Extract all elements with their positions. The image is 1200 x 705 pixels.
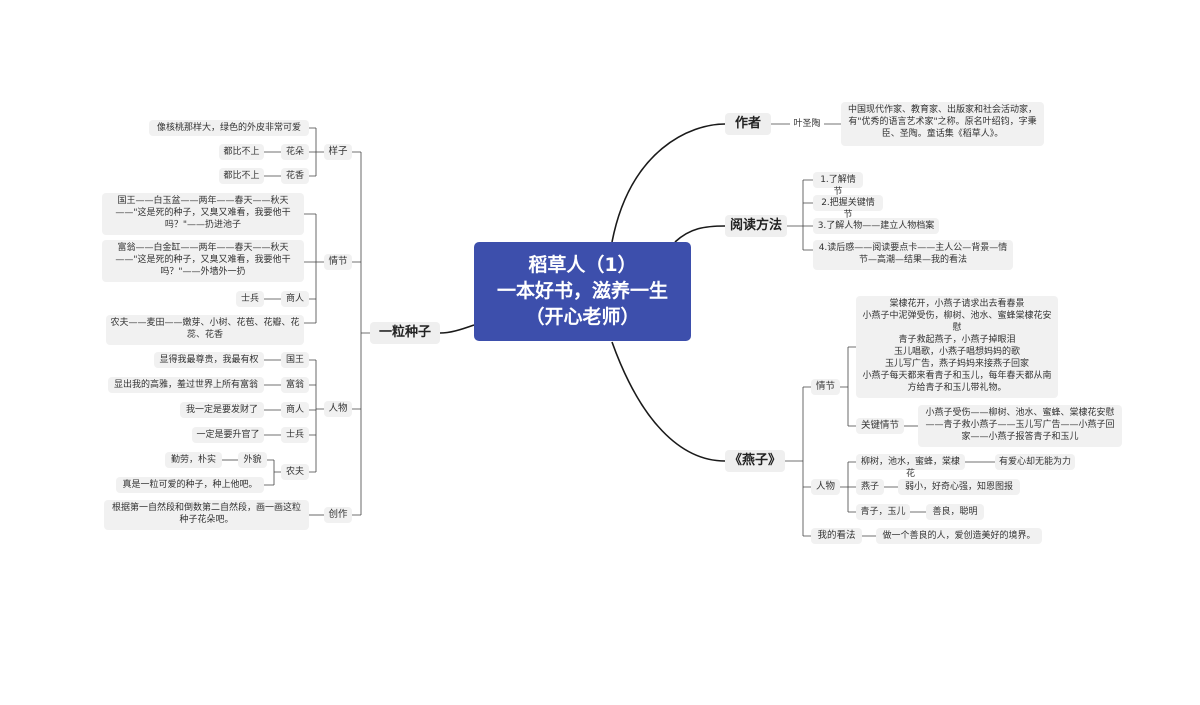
seed-plot-merchant[interactable]: 商人 (281, 291, 309, 307)
seed-person-farmer[interactable]: 农夫 (281, 464, 309, 480)
method-item-1[interactable]: 1.了解情节 (813, 172, 863, 197)
seed-plot-king[interactable]: 国王——白玉盆——两年——春天——秋天——"这是死的种子，又臭又难看，我要他干吗… (102, 193, 304, 235)
swallow-person-3-trait[interactable]: 善良，聪明 (926, 504, 984, 520)
swallow-view-label[interactable]: 我的看法 (811, 528, 862, 544)
seed-person-merchant[interactable]: 商人 (281, 402, 309, 418)
seed-look-flower-text[interactable]: 都比不上 (219, 144, 264, 160)
central-topic-line2: 一本好书，滋养一生 (496, 280, 668, 302)
seed-look-label[interactable]: 样子 (324, 144, 352, 160)
seed-plot-farmer[interactable]: 农夫——麦田——嫩芽、小树、花苞、花瓣、花蕊、花香 (106, 315, 304, 345)
seed-person-king-text[interactable]: 显得我最尊贵，我最有权 (154, 352, 264, 368)
seed-person-rich[interactable]: 富翁 (281, 377, 309, 393)
swallow-person-2-trait[interactable]: 弱小，好奇心强，知恩图报 (898, 479, 1020, 495)
seed-person-merchant-text[interactable]: 我一定是要发财了 (180, 402, 264, 418)
seed-person-rich-text[interactable]: 显出我的高雅，羞过世界上所有富翁 (108, 377, 264, 393)
swallow-person-1[interactable]: 柳树，池水，蜜蜂，棠棣花 (856, 454, 965, 479)
seed-people-label[interactable]: 人物 (324, 401, 352, 417)
author-name[interactable]: 叶圣陶 (793, 119, 821, 129)
topic-swallow[interactable]: 《燕子》 (725, 450, 785, 472)
seed-plot-soldier[interactable]: 士兵 (236, 291, 264, 307)
swallow-key-plot-label[interactable]: 关键情节 (856, 418, 904, 434)
seed-person-king[interactable]: 国王 (281, 352, 309, 368)
seed-look-fragrance[interactable]: 花香 (281, 168, 309, 184)
seed-look-text-1[interactable]: 像核桃那样大，绿色的外皮非常可爱 (149, 120, 309, 136)
swallow-person-2[interactable]: 燕子 (856, 479, 884, 495)
seed-person-soldier-text[interactable]: 一定是要升官了 (192, 427, 264, 443)
method-item-4[interactable]: 4.读后感——阅读要点卡——主人公—背景—情节—高潮—结果—我的看法 (813, 240, 1013, 270)
swallow-plot-text[interactable]: 棠棣花开，小燕子请求出去看春景 小燕子中泥弹受伤，柳树、池水、蜜蜂棠棣花安慰 青… (856, 296, 1058, 398)
topic-reading-method[interactable]: 阅读方法 (725, 215, 787, 237)
seed-farmer-look-text[interactable]: 勤劳，朴实 (165, 452, 222, 468)
swallow-view-text[interactable]: 做一个善良的人，爱创造美好的境界。 (876, 528, 1042, 544)
central-topic[interactable]: 稻草人（1） 一本好书，滋养一生 （开心老师） (474, 242, 691, 341)
seed-look-fragrance-text[interactable]: 都比不上 (219, 168, 264, 184)
topic-author[interactable]: 作者 (725, 113, 771, 135)
seed-create-label[interactable]: 创作 (324, 507, 352, 523)
seed-create-text[interactable]: 根据第一自然段和倒数第二自然段，画一画这粒种子花朵吧。 (104, 500, 309, 530)
central-topic-line3: （开心老师） (525, 306, 640, 328)
method-item-2[interactable]: 2.把握关键情节 (813, 195, 883, 220)
swallow-person-1-trait[interactable]: 有爱心却无能为力 (995, 454, 1075, 470)
swallow-plot-label[interactable]: 情节 (811, 379, 840, 395)
swallow-people-label[interactable]: 人物 (811, 479, 840, 495)
seed-farmer-look-label[interactable]: 外貌 (238, 452, 267, 468)
swallow-person-3[interactable]: 青子，玉儿 (856, 504, 910, 520)
topic-seed[interactable]: 一粒种子 (370, 322, 440, 344)
seed-look-flower[interactable]: 花朵 (281, 144, 309, 160)
seed-plot-label[interactable]: 情节 (324, 254, 352, 270)
method-item-3[interactable]: 3.了解人物——建立人物档案 (813, 218, 939, 234)
seed-plot-rich[interactable]: 富翁——白金缸——两年——春天——秋天——"这是死的种子，又臭又难看，我要他干吗… (102, 240, 304, 282)
central-topic-line1: 稻草人（1） (528, 254, 637, 276)
swallow-key-plot-text[interactable]: 小燕子受伤——柳树、池水、蜜蜂、棠棣花安慰——青子救小燕子——玉儿写广告——小燕… (918, 405, 1122, 447)
author-description[interactable]: 中国现代作家、教育家、出版家和社会活动家，有"优秀的语言艺术家"之称。原名叶绍钧… (841, 102, 1044, 146)
seed-person-soldier[interactable]: 士兵 (281, 427, 309, 443)
seed-farmer-quote[interactable]: 真是一粒可爱的种子，种上他吧。 (116, 477, 264, 493)
